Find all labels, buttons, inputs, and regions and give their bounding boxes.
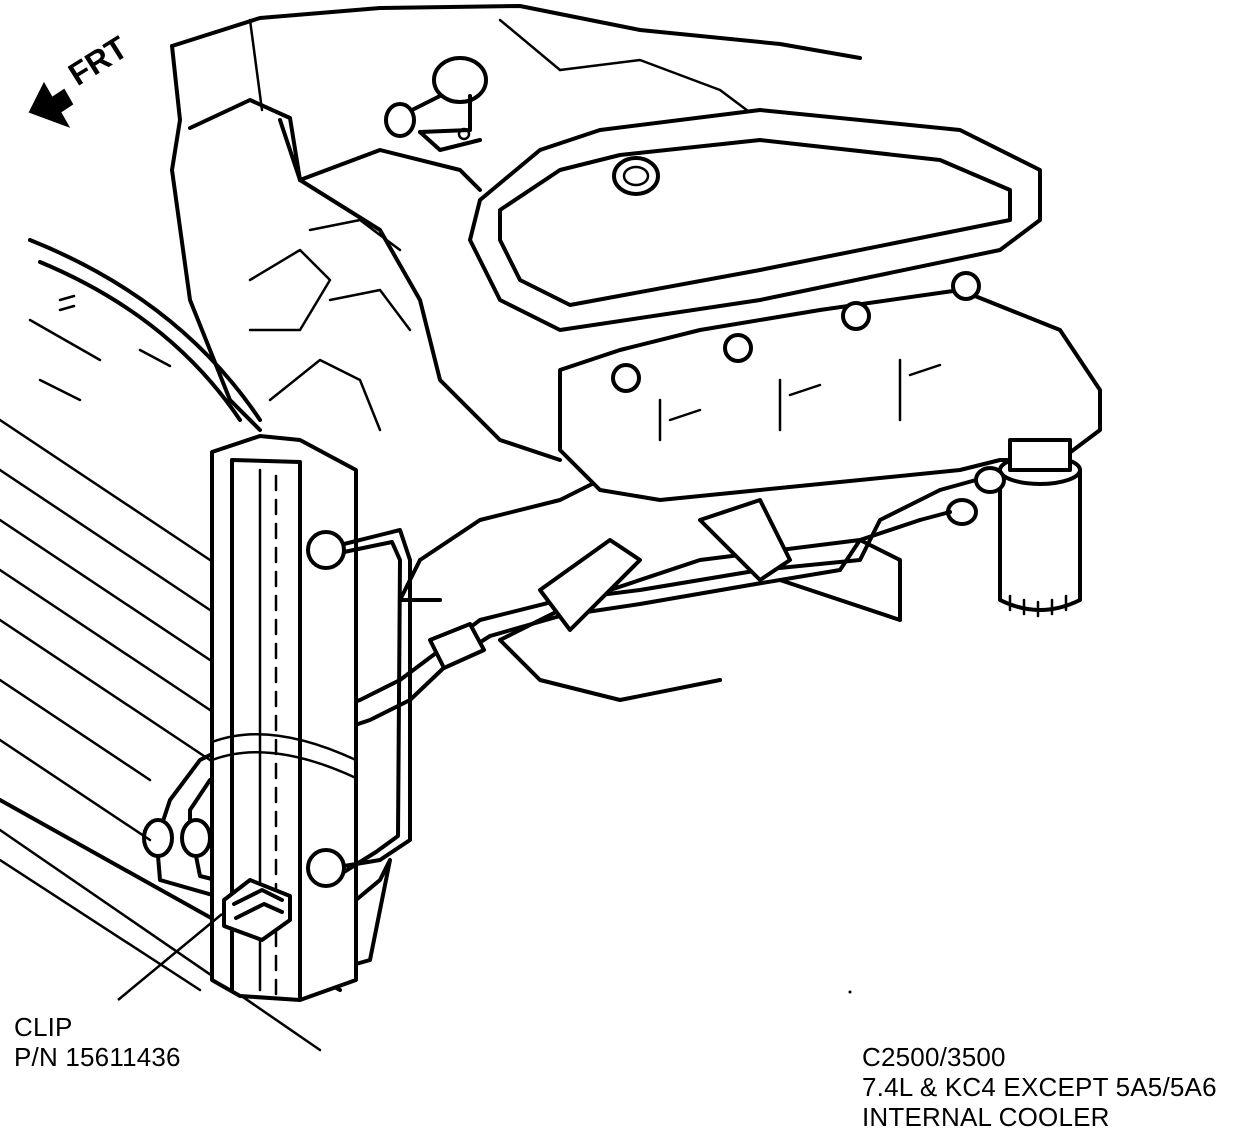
diagram-caption: C2500/3500 7.4L & KC4 EXCEPT 5A5/5A6 INT… — [862, 1042, 1217, 1132]
valve-cover — [468, 108, 1042, 332]
radiator-core — [0, 418, 342, 1052]
front-direction-arrow-icon — [28, 81, 74, 128]
speck-mark — [848, 990, 852, 994]
clip-leader-line — [117, 913, 223, 1001]
caption-line-2: 7.4L & KC4 EXCEPT 5A5/5A6 — [862, 1072, 1217, 1102]
oil-filter — [998, 438, 1082, 618]
filter-adapter-fittings — [918, 466, 1006, 526]
exhaust-manifold — [558, 271, 1102, 502]
clip-part — [222, 878, 292, 942]
clip-name-text: CLIP — [14, 1012, 73, 1042]
clip-part-number-text: P/N 15611436 — [14, 1042, 181, 1072]
clip-callout: CLIP P/N 15611436 — [14, 1012, 181, 1072]
engine-block — [248, 118, 622, 602]
firewall-outline — [170, 4, 862, 432]
fan-shroud — [28, 238, 262, 422]
water-outlet-housing — [384, 56, 488, 152]
external-oil-cooler — [210, 434, 412, 1002]
caption-line-3: INTERNAL COOLER — [862, 1102, 1110, 1132]
caption-line-1: C2500/3500 — [862, 1042, 1006, 1072]
